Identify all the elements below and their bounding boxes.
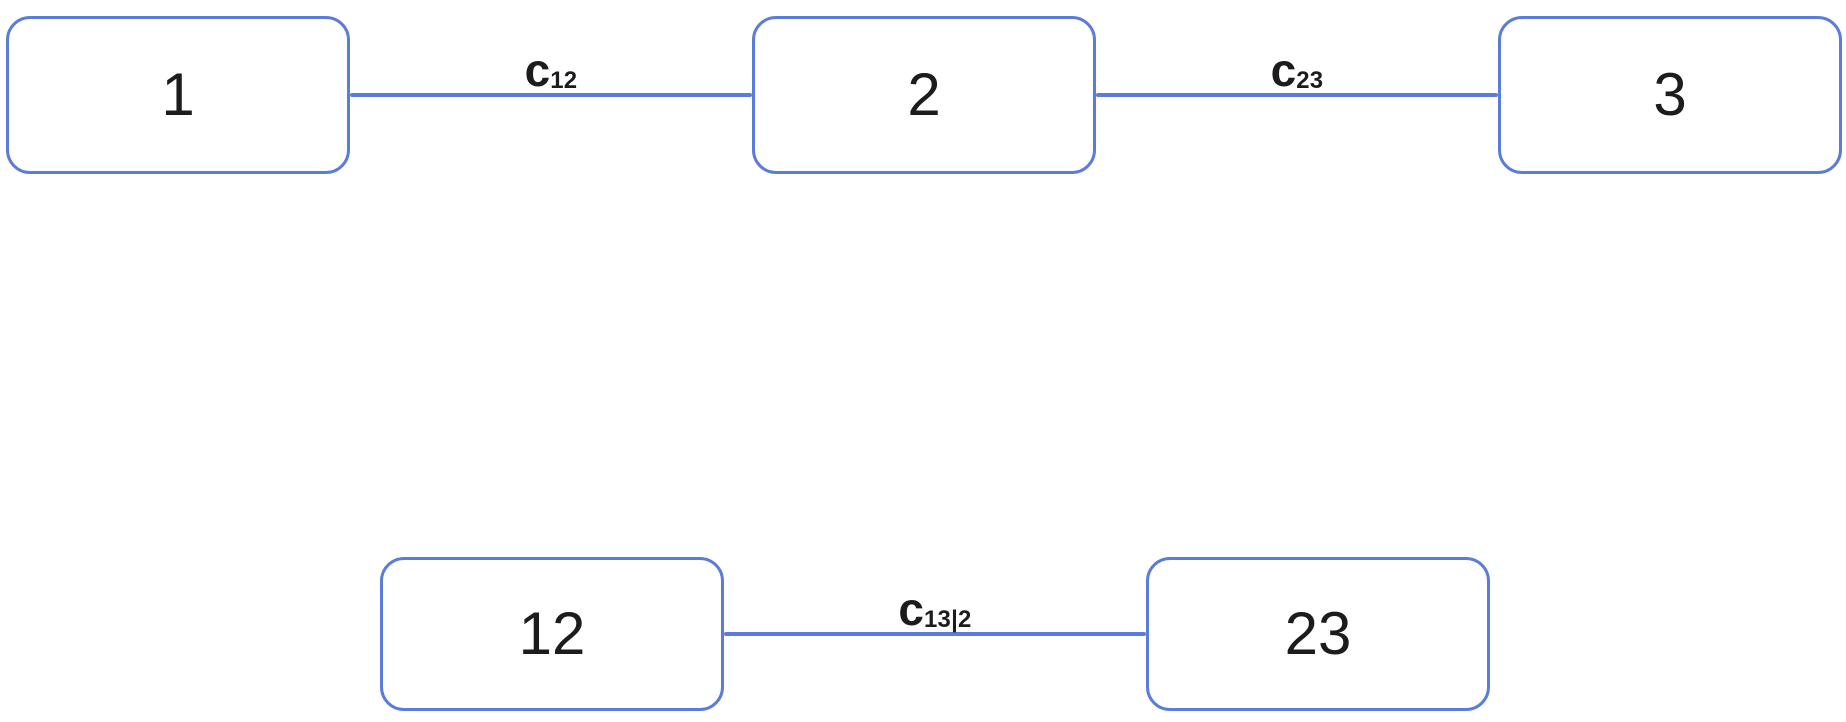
node-23: 23 [1146, 557, 1490, 711]
edge-label-c12: c12 [350, 47, 752, 93]
edge-c12-symbol: c [524, 44, 551, 96]
edge-c13-given-2-symbol: c [898, 583, 925, 635]
node-12: 12 [380, 557, 724, 711]
edge-label-c23: c23 [1096, 47, 1498, 93]
edge-c12-subscript: 12 [550, 66, 578, 94]
node-1-label: 1 [161, 61, 195, 128]
node-2-label: 2 [907, 61, 941, 128]
node-3-label: 3 [1653, 61, 1687, 128]
node-1: 1 [6, 16, 350, 174]
node-2: 2 [752, 16, 1096, 174]
edge-line-c13-given-2 [724, 632, 1146, 636]
node-23-label: 23 [1284, 600, 1352, 667]
edge-line-c12 [350, 93, 752, 97]
edge-c13-given-2-subscript: 13|2 [924, 605, 972, 633]
edge-c23-subscript: 23 [1296, 66, 1324, 94]
edge-c23-symbol: c [1270, 44, 1297, 96]
edge-line-c23 [1096, 93, 1498, 97]
node-3: 3 [1498, 16, 1842, 174]
node-12-label: 12 [518, 600, 586, 667]
edge-label-c13-given-2: c13|2 [724, 586, 1146, 632]
